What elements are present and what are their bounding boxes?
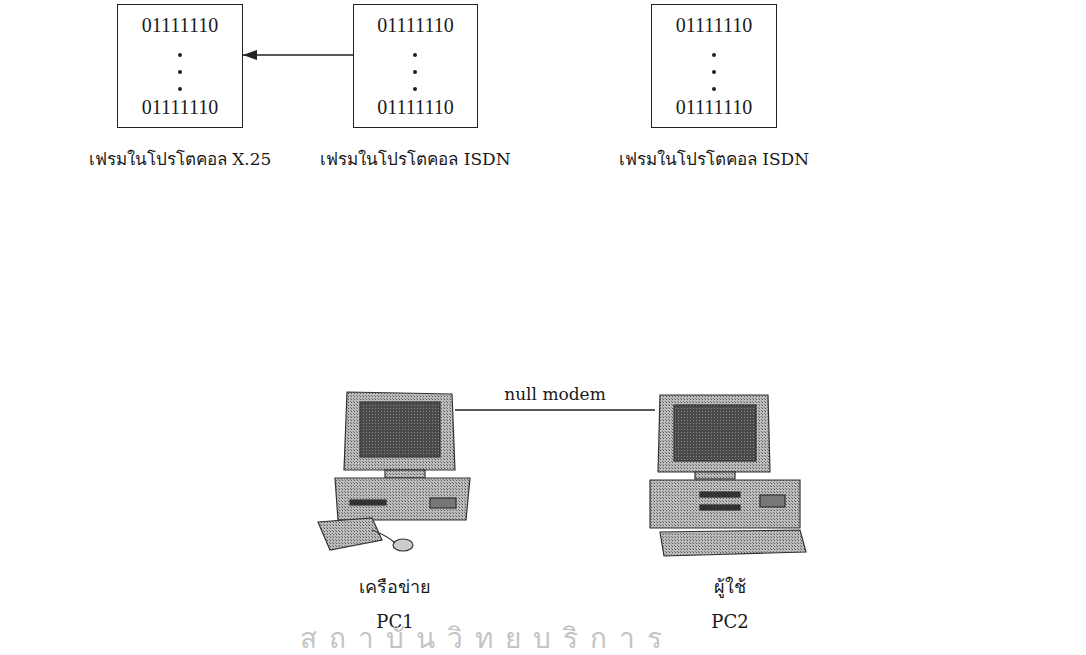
flag-bits: 01111110 <box>354 95 477 119</box>
watermark-text: สถาบันวิทยบริการ <box>300 622 674 655</box>
pc2-computer <box>650 395 806 556</box>
arrow-head <box>243 50 257 60</box>
frame-caption: เฟรมในโปรโตคอล ISDN <box>320 147 510 171</box>
connector-line <box>455 409 655 411</box>
computer-node: ผู้ใช้PC2 <box>655 385 805 639</box>
flag-bits: 01111110 <box>652 95 776 119</box>
arrow-connector <box>243 50 353 60</box>
computer-label: PC2 <box>655 604 805 639</box>
cable-line <box>455 410 655 411</box>
computer-label: เครือข่าย <box>335 569 455 604</box>
flag-bits: 01111110 <box>118 95 242 119</box>
frame-box: 0111111001111110เฟรมในโปรโตคอล ISDN <box>353 4 478 128</box>
frame-box: 0111111001111110เฟรมในโปรโตคอล ISDN <box>651 4 777 128</box>
frame-box: 0111111001111110เฟรมในโปรโตคอล X.25 <box>117 4 243 128</box>
computer-label: ผู้ใช้ <box>655 569 805 604</box>
frame-caption: เฟรมในโปรโตคอล ISDN <box>619 147 809 171</box>
flag-bits: 01111110 <box>354 13 477 37</box>
edge-label: null modem <box>502 384 608 404</box>
computer-node: เครือข่ายPC1 <box>335 385 455 639</box>
flag-bits: 01111110 <box>118 13 242 37</box>
connector-line <box>243 54 353 56</box>
ellipsis-dots <box>178 53 716 91</box>
flag-bits: 01111110 <box>652 13 776 37</box>
pc1-computer <box>318 392 470 551</box>
frame-caption: เฟรมในโปรโตคอล X.25 <box>89 147 272 171</box>
